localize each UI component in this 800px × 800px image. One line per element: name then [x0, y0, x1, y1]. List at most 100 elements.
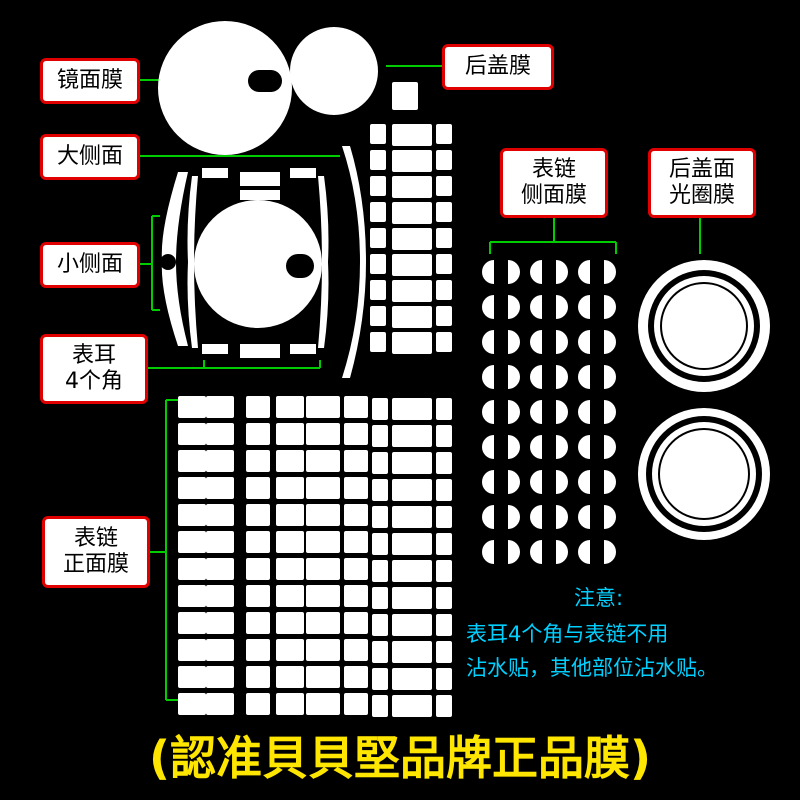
strap-link — [372, 398, 388, 420]
strap-link — [276, 396, 304, 418]
side-film-piece — [604, 365, 616, 389]
side-film-piece — [508, 260, 520, 284]
side-film-piece — [604, 400, 616, 424]
strap-link — [436, 254, 452, 274]
strap-link — [276, 585, 304, 607]
strap-link — [306, 423, 340, 445]
strap-link — [392, 398, 432, 420]
label-back-ring: 后盖面 光圈膜 — [648, 148, 756, 218]
side-film-piece — [556, 365, 568, 389]
side-film-piece — [508, 540, 520, 564]
side-film-piece — [604, 330, 616, 354]
strap-link — [370, 176, 386, 196]
side-film-piece — [578, 330, 590, 354]
strap-link — [392, 332, 432, 354]
strap-link — [276, 693, 304, 715]
strap-link — [392, 641, 432, 663]
strap-link — [372, 425, 388, 447]
side-film-piece — [508, 330, 520, 354]
strap-link — [344, 585, 368, 607]
strap-link — [206, 558, 234, 580]
strap-link — [436, 560, 452, 582]
brand-banner: (認准貝貝堅品牌正品膜) — [148, 731, 652, 785]
strap-link — [246, 612, 270, 634]
strap-link — [436, 124, 452, 144]
strap-link — [276, 504, 304, 526]
note-title: 注意: — [574, 586, 624, 610]
back-ring-films — [638, 260, 770, 540]
side-film-piece — [508, 435, 520, 459]
side-film-piece — [604, 435, 616, 459]
back-cover-film — [290, 27, 378, 115]
strap-link — [178, 666, 206, 688]
strap-link — [344, 504, 368, 526]
strap-link — [206, 585, 234, 607]
side-film-piece — [578, 365, 590, 389]
strap-link — [372, 479, 388, 501]
side-film-piece — [482, 540, 494, 564]
side-film-piece — [482, 470, 494, 494]
strap-link — [276, 612, 304, 634]
strap-link — [276, 450, 304, 472]
label-text: 后盖膜 — [464, 54, 531, 79]
side-film-piece — [604, 470, 616, 494]
strap-link — [392, 614, 432, 636]
strap-link — [436, 150, 452, 170]
strap-link — [372, 587, 388, 609]
label-small-side: 小侧面 — [40, 242, 140, 288]
strap-link — [178, 396, 206, 418]
strap-link — [392, 695, 432, 717]
strap-link — [178, 639, 206, 661]
side-film-piece — [604, 505, 616, 529]
case-side-films — [160, 146, 366, 378]
strap-link — [306, 666, 340, 688]
side-film-piece — [482, 295, 494, 319]
side-film-piece — [482, 330, 494, 354]
side-film-piece — [508, 365, 520, 389]
side-film-piece — [578, 260, 590, 284]
strap-link — [436, 228, 452, 248]
label-lugs: 表耳 4个角 — [40, 334, 148, 404]
side-film-piece — [556, 295, 568, 319]
side-film-piece — [530, 295, 542, 319]
label-text: 小侧面 — [56, 252, 123, 277]
label-strap-front: 表链 正面膜 — [42, 516, 150, 588]
strap-link — [246, 477, 270, 499]
side-film-piece — [482, 365, 494, 389]
side-film-piece — [530, 400, 542, 424]
strap-link — [206, 423, 234, 445]
strap-side-films — [482, 260, 616, 564]
strap-link — [246, 531, 270, 553]
strap-link — [344, 666, 368, 688]
leader-lines — [140, 65, 701, 701]
strap-link — [436, 587, 452, 609]
side-film-piece — [578, 435, 590, 459]
strap-link — [276, 666, 304, 688]
label-text: 表链 正面膜 — [62, 526, 129, 577]
strap-link — [178, 531, 206, 553]
strap-link — [344, 612, 368, 634]
strap-link — [392, 280, 432, 302]
strap-link — [206, 396, 234, 418]
strap-link — [178, 450, 206, 472]
label-text: 镜面膜 — [56, 68, 123, 93]
side-film-piece — [604, 540, 616, 564]
strap-link — [370, 228, 386, 248]
side-film-piece — [482, 505, 494, 529]
strap-link — [306, 693, 340, 715]
strap-link — [392, 587, 432, 609]
strap-link — [392, 228, 432, 250]
strap-link — [436, 695, 452, 717]
strap-link — [436, 641, 452, 663]
strap-link — [306, 612, 340, 634]
side-film-piece — [482, 260, 494, 284]
side-film-piece — [604, 260, 616, 284]
label-strap-side: 表链 侧面膜 — [500, 148, 608, 218]
strap-link — [436, 506, 452, 528]
strap-link — [436, 332, 452, 352]
strap-link — [372, 614, 388, 636]
side-film-piece — [530, 540, 542, 564]
side-film-piece — [508, 505, 520, 529]
strap-link — [246, 396, 270, 418]
